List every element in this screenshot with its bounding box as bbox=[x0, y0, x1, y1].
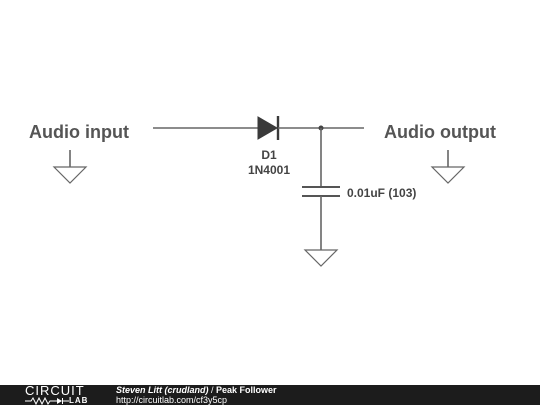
author-name[interactable]: Steven Litt (crudland) bbox=[116, 385, 209, 395]
footer-info: Steven Litt (crudland) / Peak Follower h… bbox=[116, 385, 277, 405]
footer-bar: CIRCUIT LAB Steven Litt (crudland) / Pea… bbox=[0, 383, 540, 405]
logo-text-circuit: CIRCUIT bbox=[25, 383, 85, 398]
circuitlab-logo[interactable]: CIRCUIT LAB bbox=[25, 383, 95, 405]
footer-title-line: Steven Litt (crudland) / Peak Follower bbox=[116, 385, 277, 396]
circuit-title: Peak Follower bbox=[216, 385, 277, 395]
capacitor-ground-symbol bbox=[303, 249, 339, 267]
circuit-url[interactable]: http://circuitlab.com/cf3y5cp bbox=[116, 394, 228, 405]
diode-ref-label: D1 bbox=[261, 148, 277, 162]
title-separator: / bbox=[208, 385, 217, 395]
logo-resistor-diode-icon bbox=[25, 397, 69, 405]
input-ground-symbol bbox=[52, 150, 88, 184]
diode-d1 bbox=[257, 116, 280, 140]
capacitor-value-label: 0.01uF (103) bbox=[347, 186, 416, 200]
audio-output-label: Audio output bbox=[384, 122, 496, 142]
capacitor-symbol bbox=[302, 186, 340, 197]
diode-part-label: 1N4001 bbox=[248, 163, 290, 177]
output-ground-symbol bbox=[430, 150, 466, 184]
logo-text-lab: LAB bbox=[69, 396, 89, 405]
audio-input-label: Audio input bbox=[29, 122, 129, 142]
circuit-schematic: Audio input Audio output D1 1N4001 0.01u… bbox=[29, 116, 496, 267]
